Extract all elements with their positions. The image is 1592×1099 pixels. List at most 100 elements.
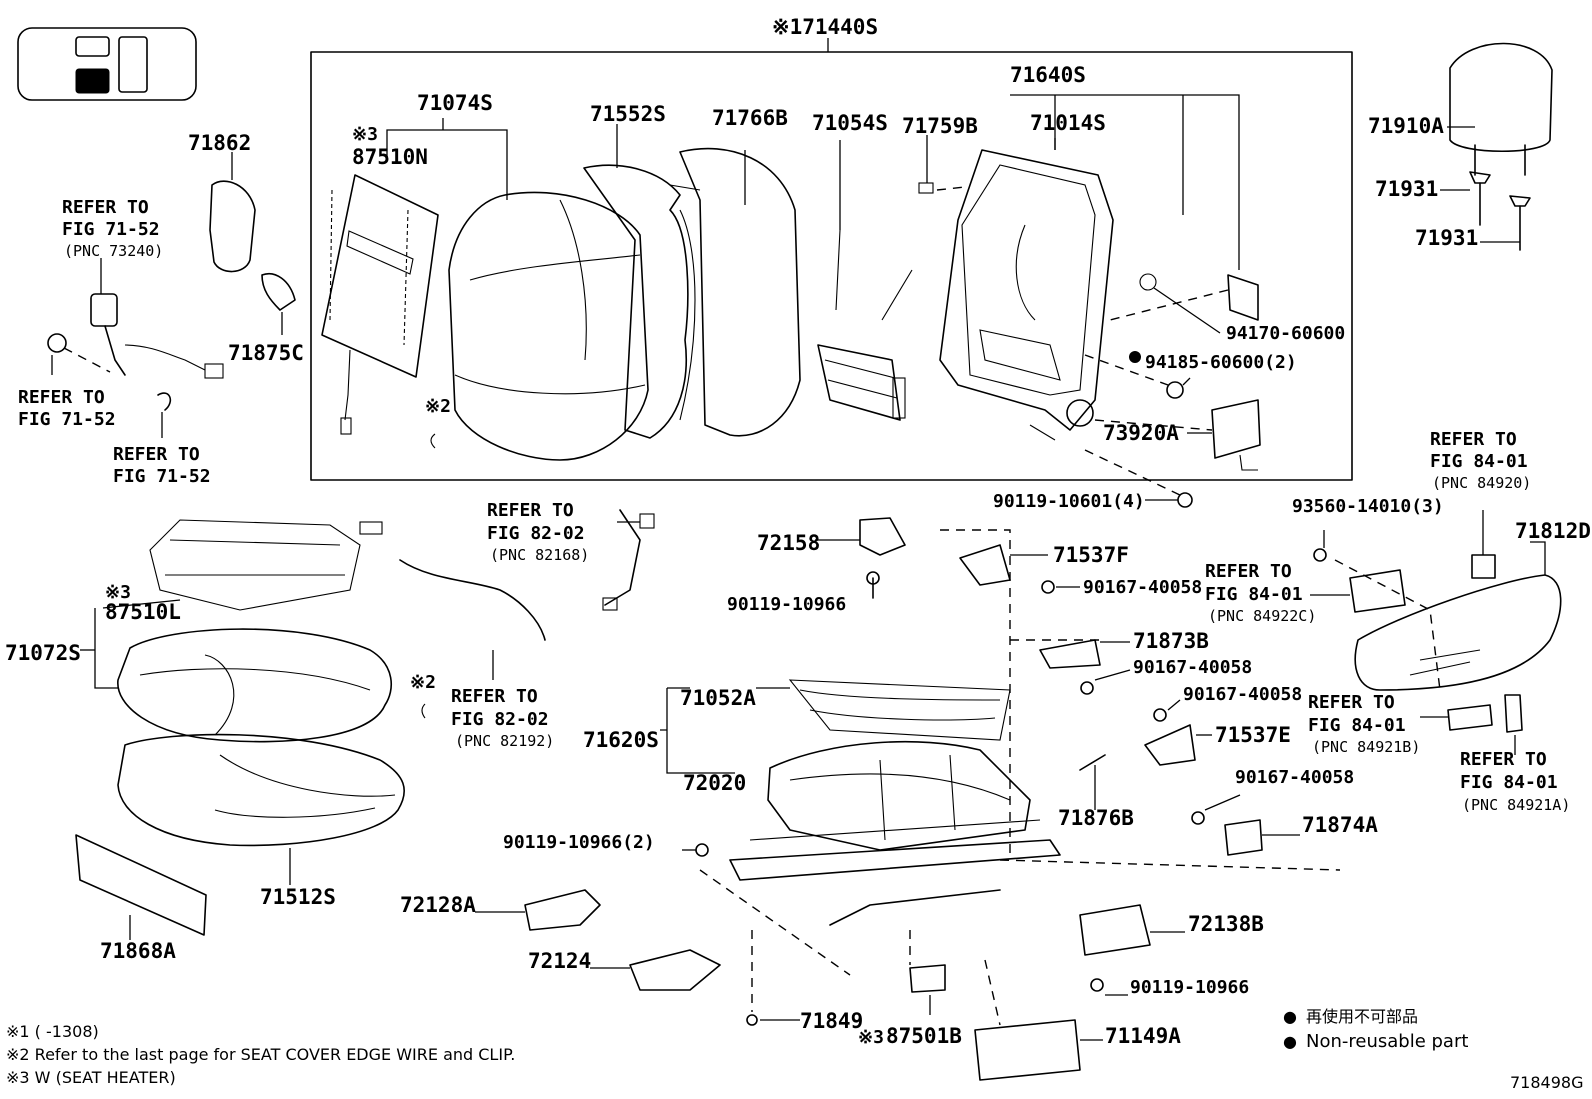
svg-text:(PNC 82168): (PNC 82168) xyxy=(490,546,589,564)
label-71440S: ※171440S xyxy=(772,15,878,39)
bracket-71876B xyxy=(1079,754,1106,771)
legend-bullet-2: ● xyxy=(1283,1032,1297,1051)
svg-text:REFER TO: REFER TO xyxy=(1430,429,1517,450)
note-87501B: ※3 xyxy=(858,1027,884,1048)
svg-text:REFER TO: REFER TO xyxy=(1460,749,1547,770)
footnote-3: ※3 W (SEAT HEATER) xyxy=(6,1068,176,1087)
seatback-cover-71766B xyxy=(583,147,801,439)
svg-text:FIG 71-52: FIG 71-52 xyxy=(62,219,160,240)
bolt-90119-10966-2 xyxy=(695,843,709,857)
label-90119-10601: 90119-10601(4) xyxy=(993,491,1145,512)
connector-87501B xyxy=(909,964,946,993)
label-71014S: 71014S xyxy=(1030,111,1106,135)
cover-71875C xyxy=(261,273,296,311)
svg-text:FIG 84-01: FIG 84-01 xyxy=(1205,584,1303,605)
cover-71149A xyxy=(974,1019,1081,1081)
label-94185: 94185-60600(2) xyxy=(1145,352,1297,373)
legend-bullet-1: ● xyxy=(1283,1007,1297,1026)
svg-text:(PNC 84921A): (PNC 84921A) xyxy=(1462,796,1570,814)
footnotes: ※1 ( -1308) ※2 Refer to the last page fo… xyxy=(6,1022,515,1087)
label-71876B: 71876B xyxy=(1058,806,1134,830)
ref-fig-84-01-pnc-84922C: REFER TO FIG 84-01 (PNC 84922C) xyxy=(1205,561,1316,625)
switch-84921A xyxy=(1504,694,1523,733)
ref-fig-71-52-b: REFER TO FIG 71-52 xyxy=(113,444,211,487)
svg-text:FIG 82-02: FIG 82-02 xyxy=(487,523,585,544)
label-71074S: 71074S xyxy=(417,91,493,115)
label-71812D: 71812D xyxy=(1515,519,1591,543)
note-cover-2: ※2 xyxy=(425,396,451,417)
label-71868A: 71868A xyxy=(100,939,176,963)
bracket-72158 xyxy=(859,517,906,556)
label-71766B: 71766B xyxy=(712,106,788,130)
svg-text:(PNC 84921B): (PNC 84921B) xyxy=(1312,738,1420,756)
svg-text:REFER TO: REFER TO xyxy=(113,444,200,465)
ref-fig-71-52-pnc-73240: REFER TO FIG 71-52 (PNC 73240) xyxy=(62,197,163,260)
seat-cushion-cover-71512S xyxy=(117,733,406,847)
legend-text-ja: 再使用不可部品 xyxy=(1306,1007,1418,1026)
label-93560: 93560-14010(3) xyxy=(1292,496,1444,517)
label-72020: 72020 xyxy=(683,771,746,795)
legend-text-en: Non-reusable part xyxy=(1306,1031,1468,1052)
label-90167-c: 90167-40058 xyxy=(1183,684,1302,705)
label-72124: 72124 xyxy=(528,949,591,973)
svg-text:FIG 71-52: FIG 71-52 xyxy=(18,409,116,430)
seatback-heater-87510N xyxy=(321,174,439,435)
svg-text:REFER TO: REFER TO xyxy=(18,387,105,408)
label-72138B: 72138B xyxy=(1188,912,1264,936)
svg-text:(PNC 82192): (PNC 82192) xyxy=(455,732,554,750)
seat-cushion-pad-71072S xyxy=(117,628,392,743)
ref-fig-71-52-a: REFER TO FIG 71-52 xyxy=(18,387,116,430)
svg-text:REFER TO: REFER TO xyxy=(487,500,574,521)
svg-text:REFER TO: REFER TO xyxy=(1308,692,1395,713)
label-71072S: 71072S xyxy=(5,641,81,665)
lumbar-support-71054S xyxy=(817,229,913,421)
ref-fig-84-01-pnc-84921B: REFER TO FIG 84-01 (PNC 84921B) xyxy=(1308,692,1420,756)
svg-text:(PNC 84920): (PNC 84920) xyxy=(1432,474,1531,492)
label-90167-a: 90167-40058 xyxy=(1083,577,1202,598)
bolt-90119-10966-b xyxy=(1090,978,1104,992)
seatback-assembly-box xyxy=(310,51,1353,481)
svg-text:REFER TO: REFER TO xyxy=(1205,561,1292,582)
seat-position-icon xyxy=(17,27,197,101)
seat-frame-72020 xyxy=(729,740,1061,926)
label-94170: 94170-60600 xyxy=(1226,323,1345,344)
label-72128A: 72128A xyxy=(400,893,476,917)
svg-text:FIG 84-01: FIG 84-01 xyxy=(1460,772,1558,793)
switch-84922C xyxy=(1349,569,1406,613)
label-71620S: 71620S xyxy=(583,728,659,752)
bracket-71537E xyxy=(1144,724,1196,766)
seatbelt-buckle xyxy=(47,293,224,411)
cover-72138B xyxy=(1079,904,1151,956)
label-90119-10966-2: 90119-10966(2) xyxy=(503,832,655,853)
label-71537E: 71537E xyxy=(1215,723,1291,747)
headrest-71910A xyxy=(1449,42,1553,176)
svg-text:FIG 84-01: FIG 84-01 xyxy=(1430,451,1528,472)
footnote-1: ※1 ( -1308) xyxy=(6,1022,99,1041)
label-71537F: 71537F xyxy=(1053,543,1129,567)
label-71931-b: 71931 xyxy=(1415,226,1478,250)
bracket-71874A xyxy=(1224,819,1263,856)
svg-text:(PNC 73240): (PNC 73240) xyxy=(64,242,163,260)
cushion-trim-71868A xyxy=(75,834,207,936)
bracket-71873B xyxy=(1039,639,1101,669)
label-90119-10966-a: 90119-10966 xyxy=(727,594,846,615)
bolt-90119-10601 xyxy=(1177,492,1193,508)
nut-94170 xyxy=(1139,273,1157,291)
cover-72128A xyxy=(524,889,601,931)
screw-90167-a xyxy=(1041,580,1055,594)
part-labels: ※171440S 71640S 71074S ※3 87510N 71552S … xyxy=(5,15,1591,1048)
label-71873B: 71873B xyxy=(1133,629,1209,653)
clip-71849 xyxy=(746,1014,758,1026)
cushion-heater-87510L xyxy=(149,519,383,611)
screw-93560 xyxy=(1313,548,1327,562)
switch-84920 xyxy=(1471,554,1496,579)
label-87501B: 87501B xyxy=(886,1024,962,1048)
label-71052A: 71052A xyxy=(680,686,756,710)
switch-84921B xyxy=(1447,704,1493,731)
label-71149A: 71149A xyxy=(1105,1024,1181,1048)
label-71512S: 71512S xyxy=(260,885,336,909)
label-72158: 72158 xyxy=(757,531,820,555)
diagram-id: 718498G xyxy=(1510,1073,1583,1092)
svg-text:REFER TO: REFER TO xyxy=(62,197,149,218)
